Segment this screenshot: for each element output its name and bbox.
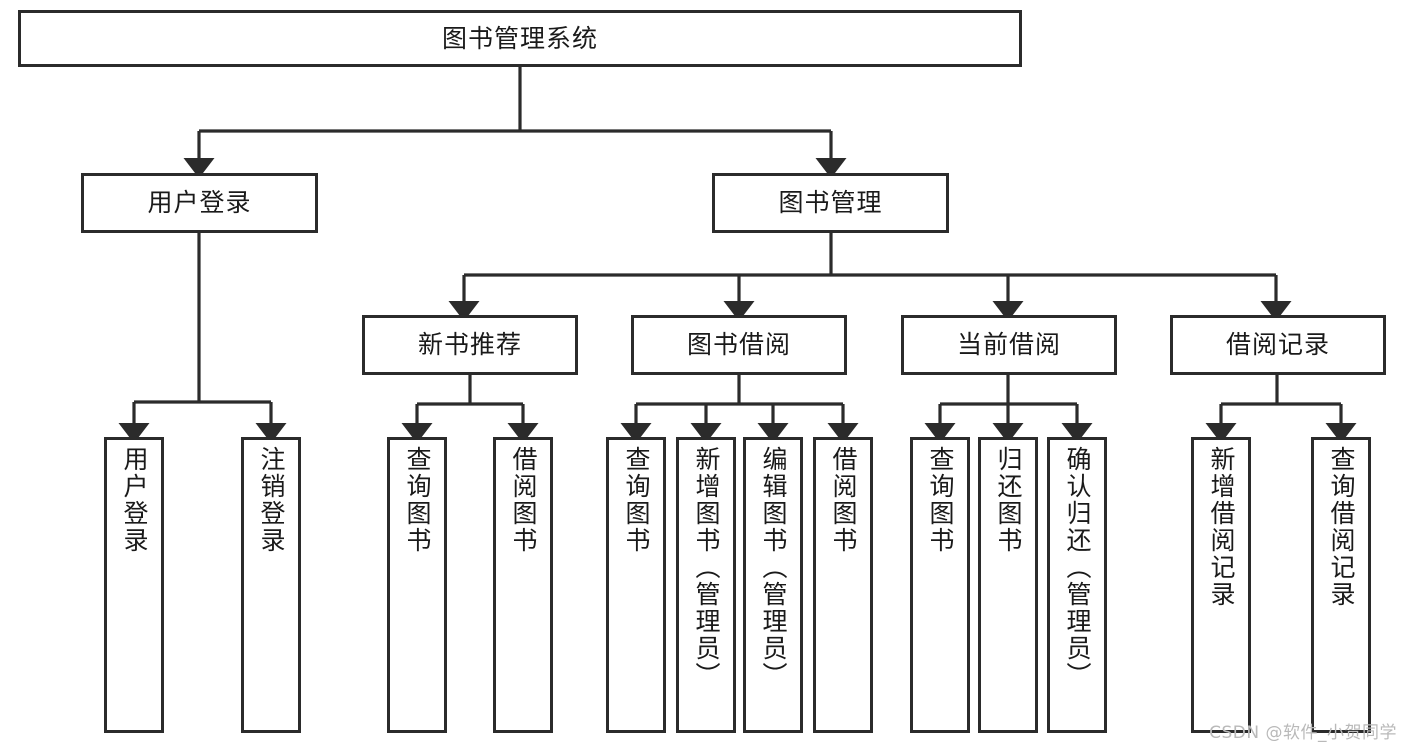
leaf-record-query-record[interactable]: 查询借阅记录 — [1311, 437, 1371, 733]
watermark-text: CSDN @软件_小贺同学 — [1209, 723, 1397, 743]
leaf-borrow-add-book-admin[interactable]: 新增图书（管理员） — [676, 437, 736, 733]
node-book-borrow[interactable]: 图书借阅 — [631, 315, 847, 375]
node-current-borrow[interactable]: 当前借阅 — [901, 315, 1117, 375]
node-label: 注销登录 — [257, 446, 286, 554]
node-label: 借阅图书 — [509, 446, 538, 554]
node-label: 借阅记录 — [1225, 330, 1330, 360]
node-label: 查询图书 — [622, 446, 651, 554]
node-label: 图书管理 — [778, 188, 883, 218]
node-label: 图书借阅 — [686, 330, 791, 360]
node-label: 归还图书 — [994, 446, 1023, 554]
node-label: 借阅图书 — [829, 446, 858, 554]
node-label: 确认归还（管理员） — [1063, 446, 1092, 689]
node-new-book-recommend[interactable]: 新书推荐 — [362, 315, 578, 375]
leaf-borrow-query-book[interactable]: 查询图书 — [606, 437, 666, 733]
leaf-recommend-query-book[interactable]: 查询图书 — [387, 437, 447, 733]
leaf-user-login-logout[interactable]: 注销登录 — [241, 437, 301, 733]
leaf-current-query-book[interactable]: 查询图书 — [910, 437, 970, 733]
leaf-current-return-book[interactable]: 归还图书 — [978, 437, 1038, 733]
node-borrow-record[interactable]: 借阅记录 — [1170, 315, 1386, 375]
node-label: 编辑图书（管理员） — [759, 446, 788, 689]
node-label: 新书推荐 — [417, 330, 522, 360]
node-label: 查询图书 — [926, 446, 955, 554]
node-user-login[interactable]: 用户登录 — [81, 173, 318, 233]
leaf-current-confirm-return-admin[interactable]: 确认归还（管理员） — [1047, 437, 1107, 733]
node-label: 当前借阅 — [956, 330, 1061, 360]
node-label: 新增借阅记录 — [1207, 446, 1236, 608]
node-label: 新增图书（管理员） — [692, 446, 721, 689]
leaf-user-login-login[interactable]: 用户登录 — [104, 437, 164, 733]
leaf-recommend-borrow-book[interactable]: 借阅图书 — [493, 437, 553, 733]
node-label: 图书管理系统 — [441, 23, 598, 53]
leaf-borrow-edit-book-admin[interactable]: 编辑图书（管理员） — [743, 437, 803, 733]
node-book-management[interactable]: 图书管理 — [712, 173, 949, 233]
leaf-record-add-record[interactable]: 新增借阅记录 — [1191, 437, 1251, 733]
leaf-borrow-borrow-book[interactable]: 借阅图书 — [813, 437, 873, 733]
node-label: 用户登录 — [147, 188, 252, 218]
node-label: 查询图书 — [403, 446, 432, 554]
node-label: 用户登录 — [120, 446, 149, 554]
node-label: 查询借阅记录 — [1327, 446, 1356, 608]
node-root-system[interactable]: 图书管理系统 — [18, 10, 1022, 67]
